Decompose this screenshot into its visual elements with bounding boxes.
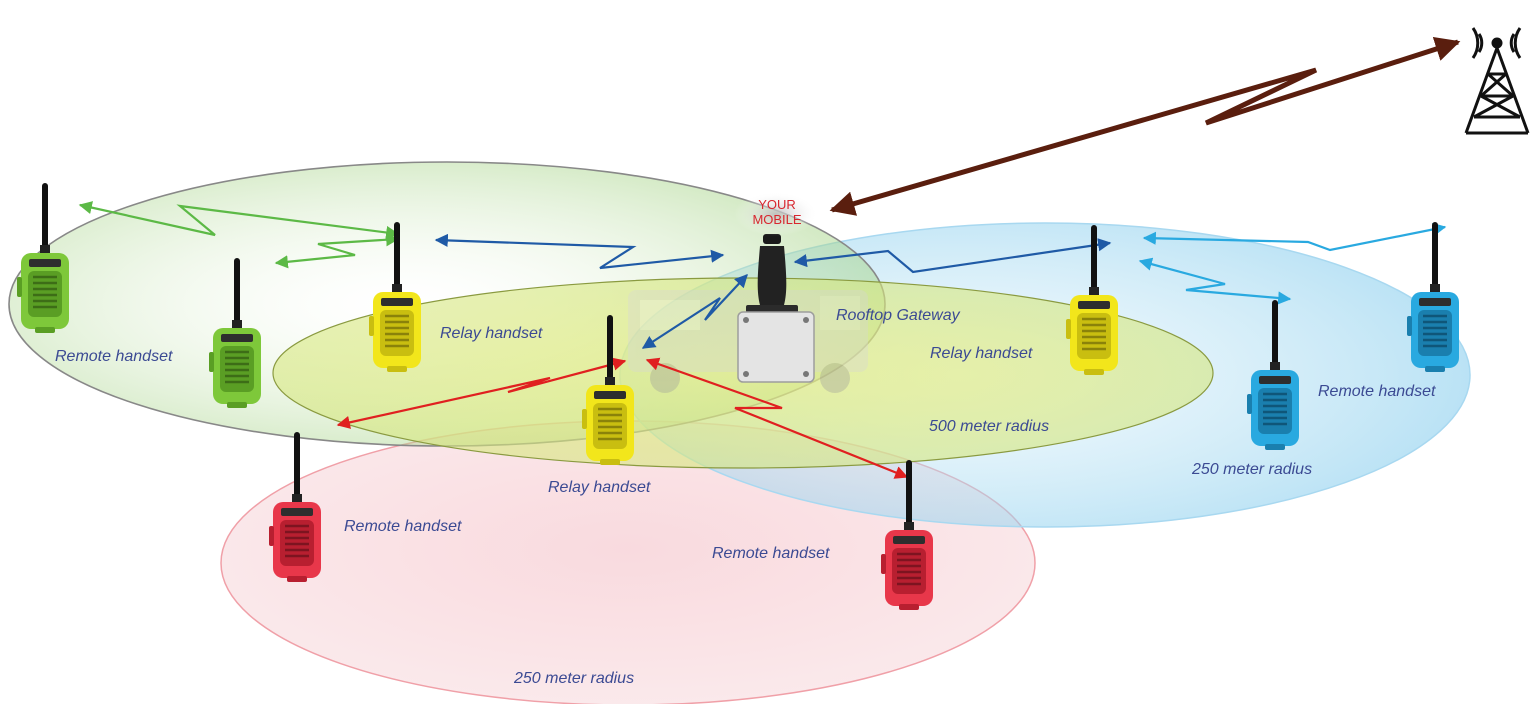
mobile-label: YOUR MOBILE bbox=[737, 197, 817, 227]
red-links bbox=[336, 357, 909, 479]
relay-handset-left-label: Relay handset bbox=[440, 325, 543, 342]
radius-250-blue-label: 250 meter radius bbox=[1192, 461, 1313, 478]
rooftop-gateway-label: Rooftop Gateway bbox=[836, 307, 960, 324]
radius-500-label: 500 meter radius bbox=[929, 418, 1050, 435]
cell-tower-icon bbox=[1464, 27, 1530, 135]
handset-blue-2 bbox=[1405, 220, 1461, 374]
mobile-label-line1: YOUR bbox=[758, 197, 796, 212]
remote-handset-red-right-label: Remote handset bbox=[712, 545, 830, 562]
blue-links bbox=[434, 233, 1112, 349]
mobile-bubble bbox=[734, 192, 818, 236]
gateway-box-icon bbox=[737, 234, 815, 383]
handset-red-left bbox=[267, 430, 323, 584]
mobile-label-line2: MOBILE bbox=[752, 212, 802, 227]
cellular-link bbox=[829, 36, 1461, 216]
radius-250-red-label: 250 meter radius bbox=[514, 670, 635, 687]
relay-handset-center-label: Relay handset bbox=[548, 479, 651, 496]
handset-green-1 bbox=[15, 181, 71, 335]
remote-handset-red-left-label: Remote handset bbox=[344, 518, 462, 535]
cyan-links bbox=[1138, 222, 1447, 305]
green-links bbox=[78, 201, 400, 269]
remote-handset-green-label: Remote handset bbox=[55, 348, 173, 365]
relay-handset-right-label: Relay handset bbox=[930, 345, 1033, 362]
remote-handset-blue-label: Remote handset bbox=[1318, 383, 1436, 400]
